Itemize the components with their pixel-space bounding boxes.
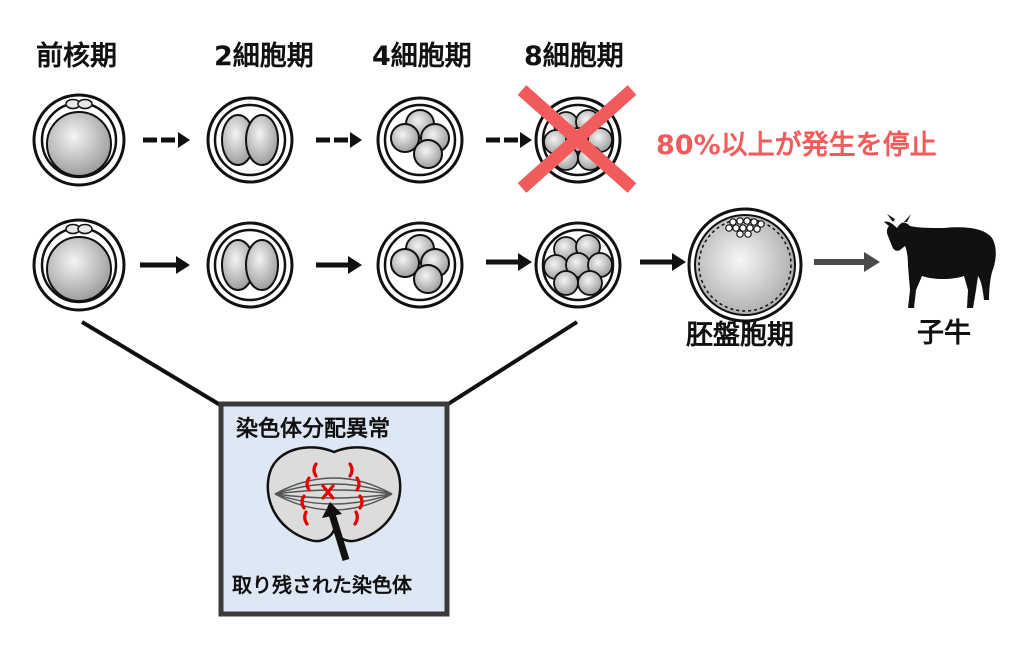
blastocyst-embryo [687,207,803,323]
two-cell-embryo-top [206,96,294,184]
chromosome-missegregation-inset: 染色体分配異常 取り残された染色体 [218,401,450,617]
connector-line-right [443,320,579,408]
pointer-arrow [322,502,350,562]
arrest-note: 80%以上が発生を停止 [656,129,937,161]
pronuclear-embryo-bottom [32,218,126,312]
cow-silhouette-icon [884,214,996,308]
eight-cell-embryo-bottom [534,221,622,309]
connector-line-left [80,320,224,408]
pronuclear-embryo-top [32,93,126,187]
two-cell-embryo-bottom [206,221,294,309]
inset-caption: 取り残された染色体 [232,573,413,597]
label-calf: 子牛 [917,318,971,349]
chromosomes [300,462,364,526]
label-four-cell-stage: 4細胞期 [372,41,472,72]
label-pronuclear-stage: 前核期 [36,40,117,72]
spindle-fibers [274,477,393,511]
bottom-row-embryos: 胚盤胞期 子牛 [32,207,996,351]
top-row-embryos: 80%以上が発生を停止 [32,85,937,193]
four-cell-embryo-bottom [376,221,464,309]
red-x-icon [517,85,637,193]
label-blastocyst-stage: 胚盤胞期 [686,320,794,351]
label-eight-cell-stage: 8細胞期 [524,41,624,72]
label-two-cell-stage: 2細胞期 [214,41,314,72]
four-cell-embryo-top [376,96,464,184]
inset-title: 染色体分配異常 [236,416,390,442]
